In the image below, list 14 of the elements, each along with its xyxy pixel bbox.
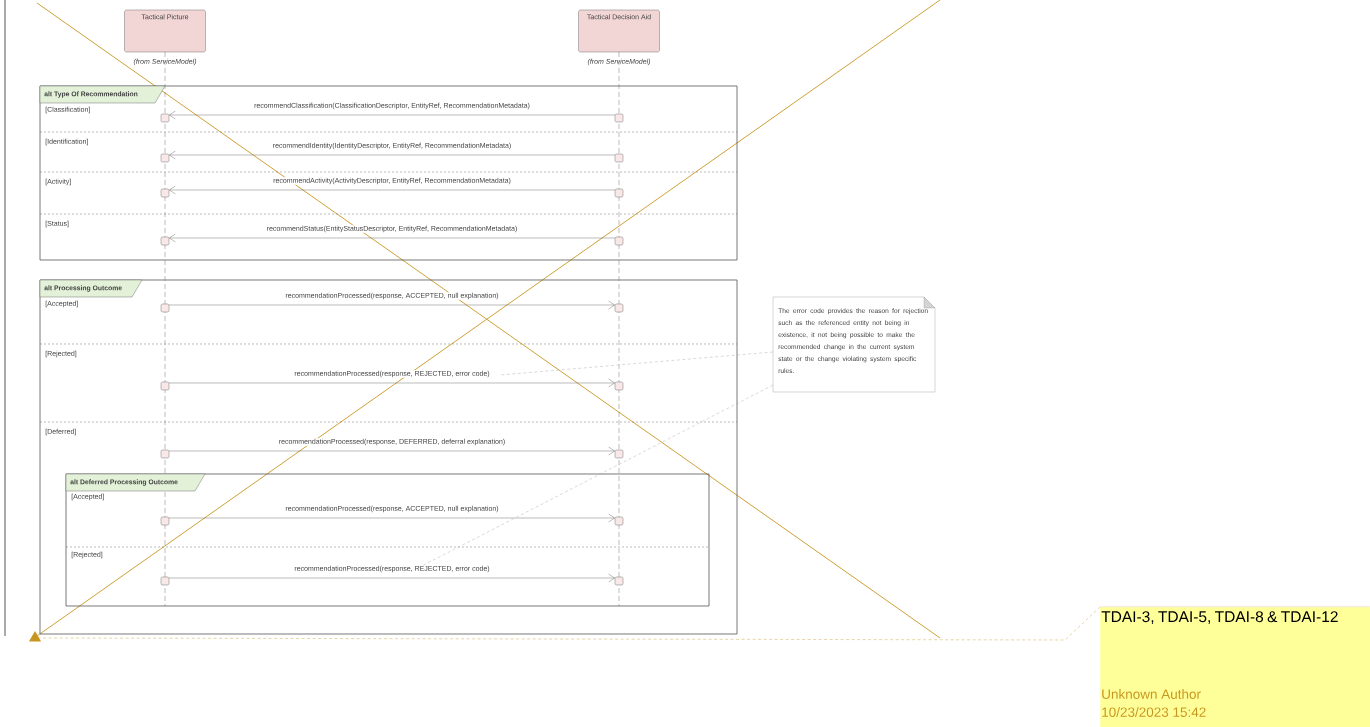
leader-line (499, 351, 774, 376)
message-arrow (168, 573, 615, 583)
anchor-marker (28, 631, 42, 642)
leader-line (39, 606, 1101, 641)
leader-line (417, 384, 774, 569)
message-arrow (169, 233, 616, 243)
message-arrow (169, 110, 616, 120)
message-arrow (169, 150, 616, 160)
message-arrow (168, 300, 615, 310)
review-comment: TDAI-3, TDAI-5, TDAI-8 & TDAI-12 Unknown Author 10/23/2023 15:42 (1099, 606, 1370, 727)
message-arrow (169, 185, 616, 195)
message-arrow (168, 513, 615, 523)
message-arrow (168, 446, 615, 456)
message-arrow (168, 378, 615, 388)
